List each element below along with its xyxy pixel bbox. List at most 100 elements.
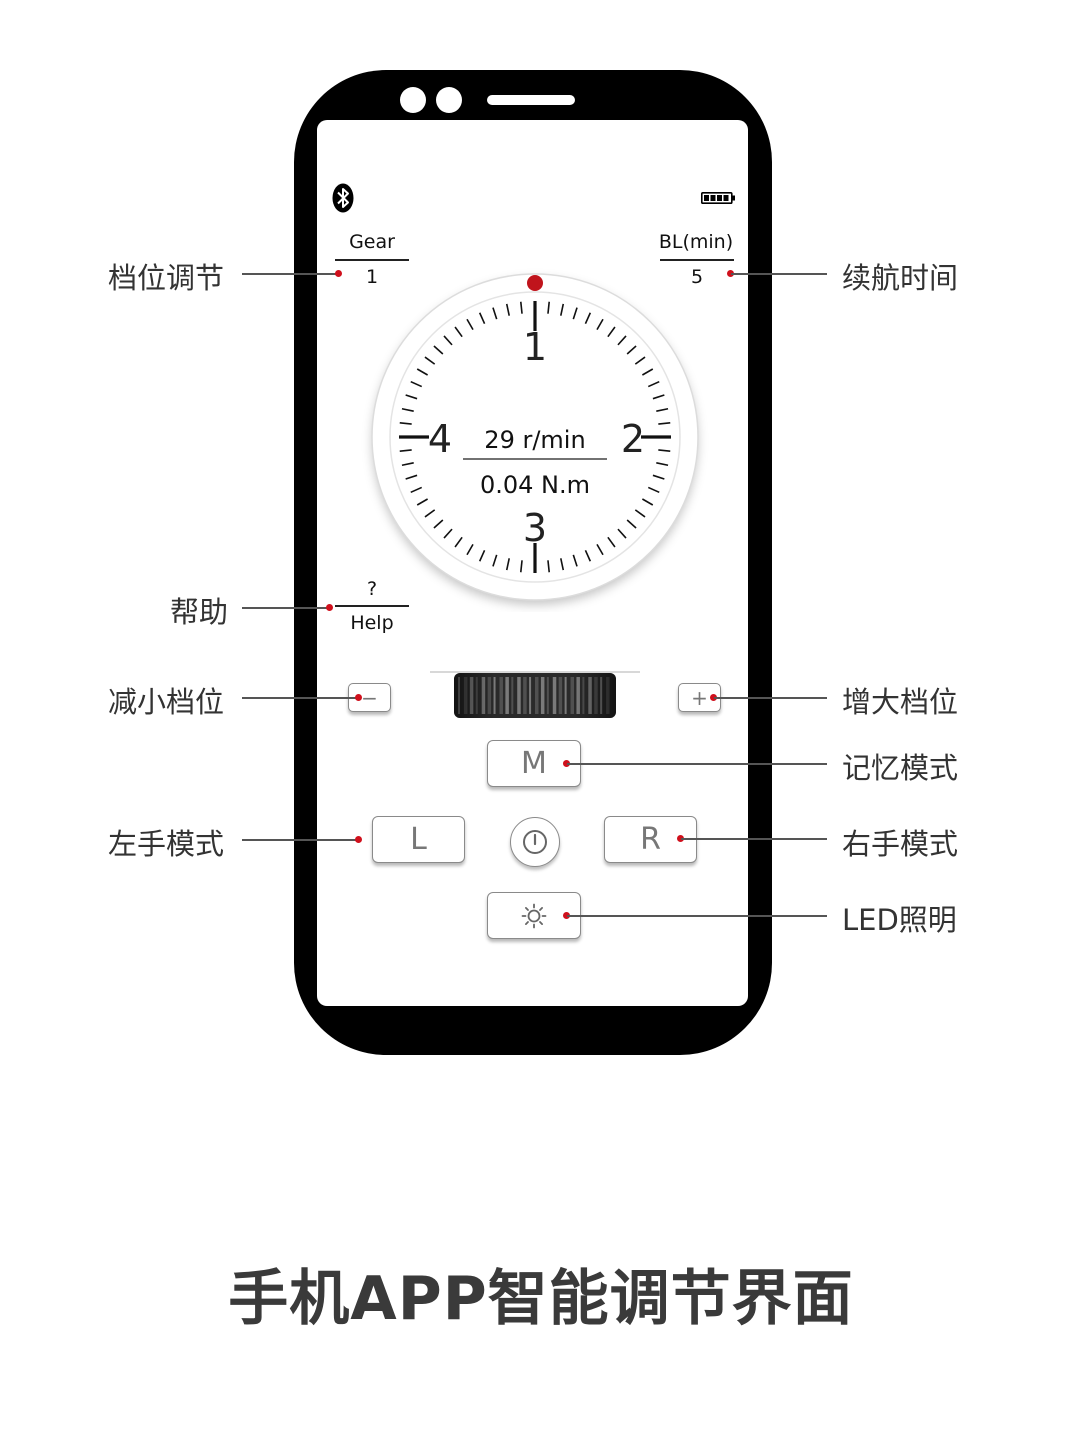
dial-minor-tick bbox=[466, 318, 474, 331]
torque-readout: 0.04 N.m bbox=[480, 471, 590, 499]
gear-knob[interactable] bbox=[428, 668, 642, 722]
battery-life-divider bbox=[660, 259, 734, 261]
dial-minor-tick bbox=[641, 368, 654, 376]
sun-icon bbox=[521, 903, 547, 928]
gear-label: Gear bbox=[349, 231, 395, 253]
callout-dot-led bbox=[563, 912, 570, 919]
dial-minor-tick bbox=[617, 335, 627, 346]
dial-number-2: 2 bbox=[621, 417, 645, 461]
dial-minor-tick bbox=[433, 345, 444, 355]
bluetooth-icon[interactable] bbox=[332, 183, 354, 213]
dial-minor-tick bbox=[424, 509, 436, 518]
callout-line-decrease bbox=[242, 697, 358, 699]
dial-minor-tick bbox=[656, 407, 669, 413]
callout-battery-time: 续航时间 bbox=[842, 261, 959, 295]
dial-minor-tick bbox=[596, 543, 604, 556]
dial-minor-tick bbox=[401, 407, 414, 413]
dial-minor-tick bbox=[399, 449, 412, 453]
callout-line-memory bbox=[567, 763, 827, 765]
callout-dot-help bbox=[326, 604, 333, 611]
help-divider bbox=[335, 605, 409, 607]
callout-dot-right bbox=[677, 835, 684, 842]
callout-memory-mode: 记忆模式 bbox=[842, 751, 959, 785]
camera-icon bbox=[400, 87, 426, 113]
callout-line-gear bbox=[242, 273, 339, 275]
callout-line-increase bbox=[714, 697, 827, 699]
dial-number-1: 1 bbox=[523, 325, 547, 369]
callout-line-led bbox=[567, 915, 827, 917]
dial-minor-tick bbox=[478, 312, 486, 325]
callout-dot-battery bbox=[727, 270, 734, 277]
dial-minor-tick bbox=[401, 461, 414, 467]
dial-minor-tick bbox=[626, 345, 637, 355]
dial-minor-tick bbox=[559, 558, 565, 571]
sensor-icon bbox=[436, 87, 462, 113]
callout-left-hand-mode: 左手模式 bbox=[108, 827, 225, 861]
callout-led-light: LED照明 bbox=[842, 903, 957, 937]
dial-minor-tick bbox=[607, 326, 616, 338]
callout-dot-memory bbox=[563, 760, 570, 767]
dial-minor-tick bbox=[617, 528, 627, 539]
dial-minor-tick bbox=[559, 303, 565, 316]
dial-minor-tick bbox=[626, 519, 637, 529]
dial-indicator-dot bbox=[527, 275, 543, 291]
callout-gear-adjust: 档位调节 bbox=[108, 261, 225, 295]
left-hand-mode-button[interactable]: L bbox=[372, 816, 465, 863]
dial-minor-tick bbox=[641, 498, 654, 506]
speed-readout: 29 r/min bbox=[484, 426, 585, 454]
dial-minor-tick bbox=[443, 528, 453, 539]
power-button[interactable] bbox=[510, 817, 560, 867]
dial-minor-tick bbox=[634, 509, 646, 518]
speaker-slot bbox=[487, 95, 575, 105]
dial-minor-tick bbox=[433, 519, 444, 529]
callout-dot-increase bbox=[710, 694, 717, 701]
gear-value: 1 bbox=[365, 266, 379, 288]
dial-minor-tick bbox=[652, 474, 665, 480]
dial-minor-tick bbox=[519, 301, 523, 314]
dial-minor-tick bbox=[505, 558, 511, 571]
dial-minor-tick bbox=[443, 335, 453, 346]
battery-icon bbox=[701, 192, 735, 204]
dial-minor-tick bbox=[466, 543, 474, 556]
dial-face bbox=[389, 291, 681, 583]
dial-minor-tick bbox=[652, 394, 665, 400]
dial-number-3: 3 bbox=[523, 506, 547, 550]
dial-minor-tick bbox=[572, 554, 578, 567]
dial-minor-tick bbox=[478, 549, 486, 562]
dial-minor-tick bbox=[547, 560, 551, 573]
dial-minor-tick bbox=[572, 307, 578, 320]
dial-minor-tick bbox=[547, 301, 551, 314]
callout-dot-gear bbox=[335, 270, 342, 277]
callout-right-hand-mode: 右手模式 bbox=[842, 827, 959, 861]
dial-number-4: 4 bbox=[428, 417, 452, 461]
help-label[interactable]: Help bbox=[350, 612, 394, 634]
dial-minor-tick bbox=[405, 474, 418, 480]
dial-minor-tick bbox=[519, 560, 523, 573]
dial-minor-tick bbox=[416, 368, 429, 376]
dial-minor-tick bbox=[647, 380, 660, 388]
dial-minor-tick bbox=[410, 486, 423, 494]
callout-help: 帮助 bbox=[170, 595, 229, 629]
callout-decrease-gear: 减小档位 bbox=[108, 685, 225, 719]
battery-life-label: BL(min) bbox=[658, 231, 734, 253]
dial-minor-tick bbox=[584, 312, 592, 325]
dial-minor-tick bbox=[658, 421, 671, 425]
speed-dial[interactable]: 1 2 3 4 29 r/min 0.04 N.m bbox=[360, 262, 710, 612]
help-symbol[interactable]: ? bbox=[366, 578, 378, 600]
battery-life-value: 5 bbox=[690, 266, 704, 288]
dial-minor-tick bbox=[647, 486, 660, 494]
dial-minor-tick bbox=[596, 318, 604, 331]
callout-dot-decrease bbox=[355, 694, 362, 701]
dial-minor-tick bbox=[658, 449, 671, 453]
callout-line-left bbox=[242, 839, 358, 841]
gear-divider bbox=[335, 259, 409, 261]
dial-minor-tick bbox=[405, 394, 418, 400]
dial-minor-tick bbox=[656, 461, 669, 467]
dial-minor-tick bbox=[492, 307, 498, 320]
dial-minor-tick bbox=[584, 549, 592, 562]
dial-minor-tick bbox=[607, 536, 616, 548]
dial-minor-tick bbox=[410, 380, 423, 388]
dial-minor-tick bbox=[454, 536, 463, 548]
dial-minor-tick bbox=[424, 356, 436, 365]
callout-line-help bbox=[242, 607, 330, 609]
